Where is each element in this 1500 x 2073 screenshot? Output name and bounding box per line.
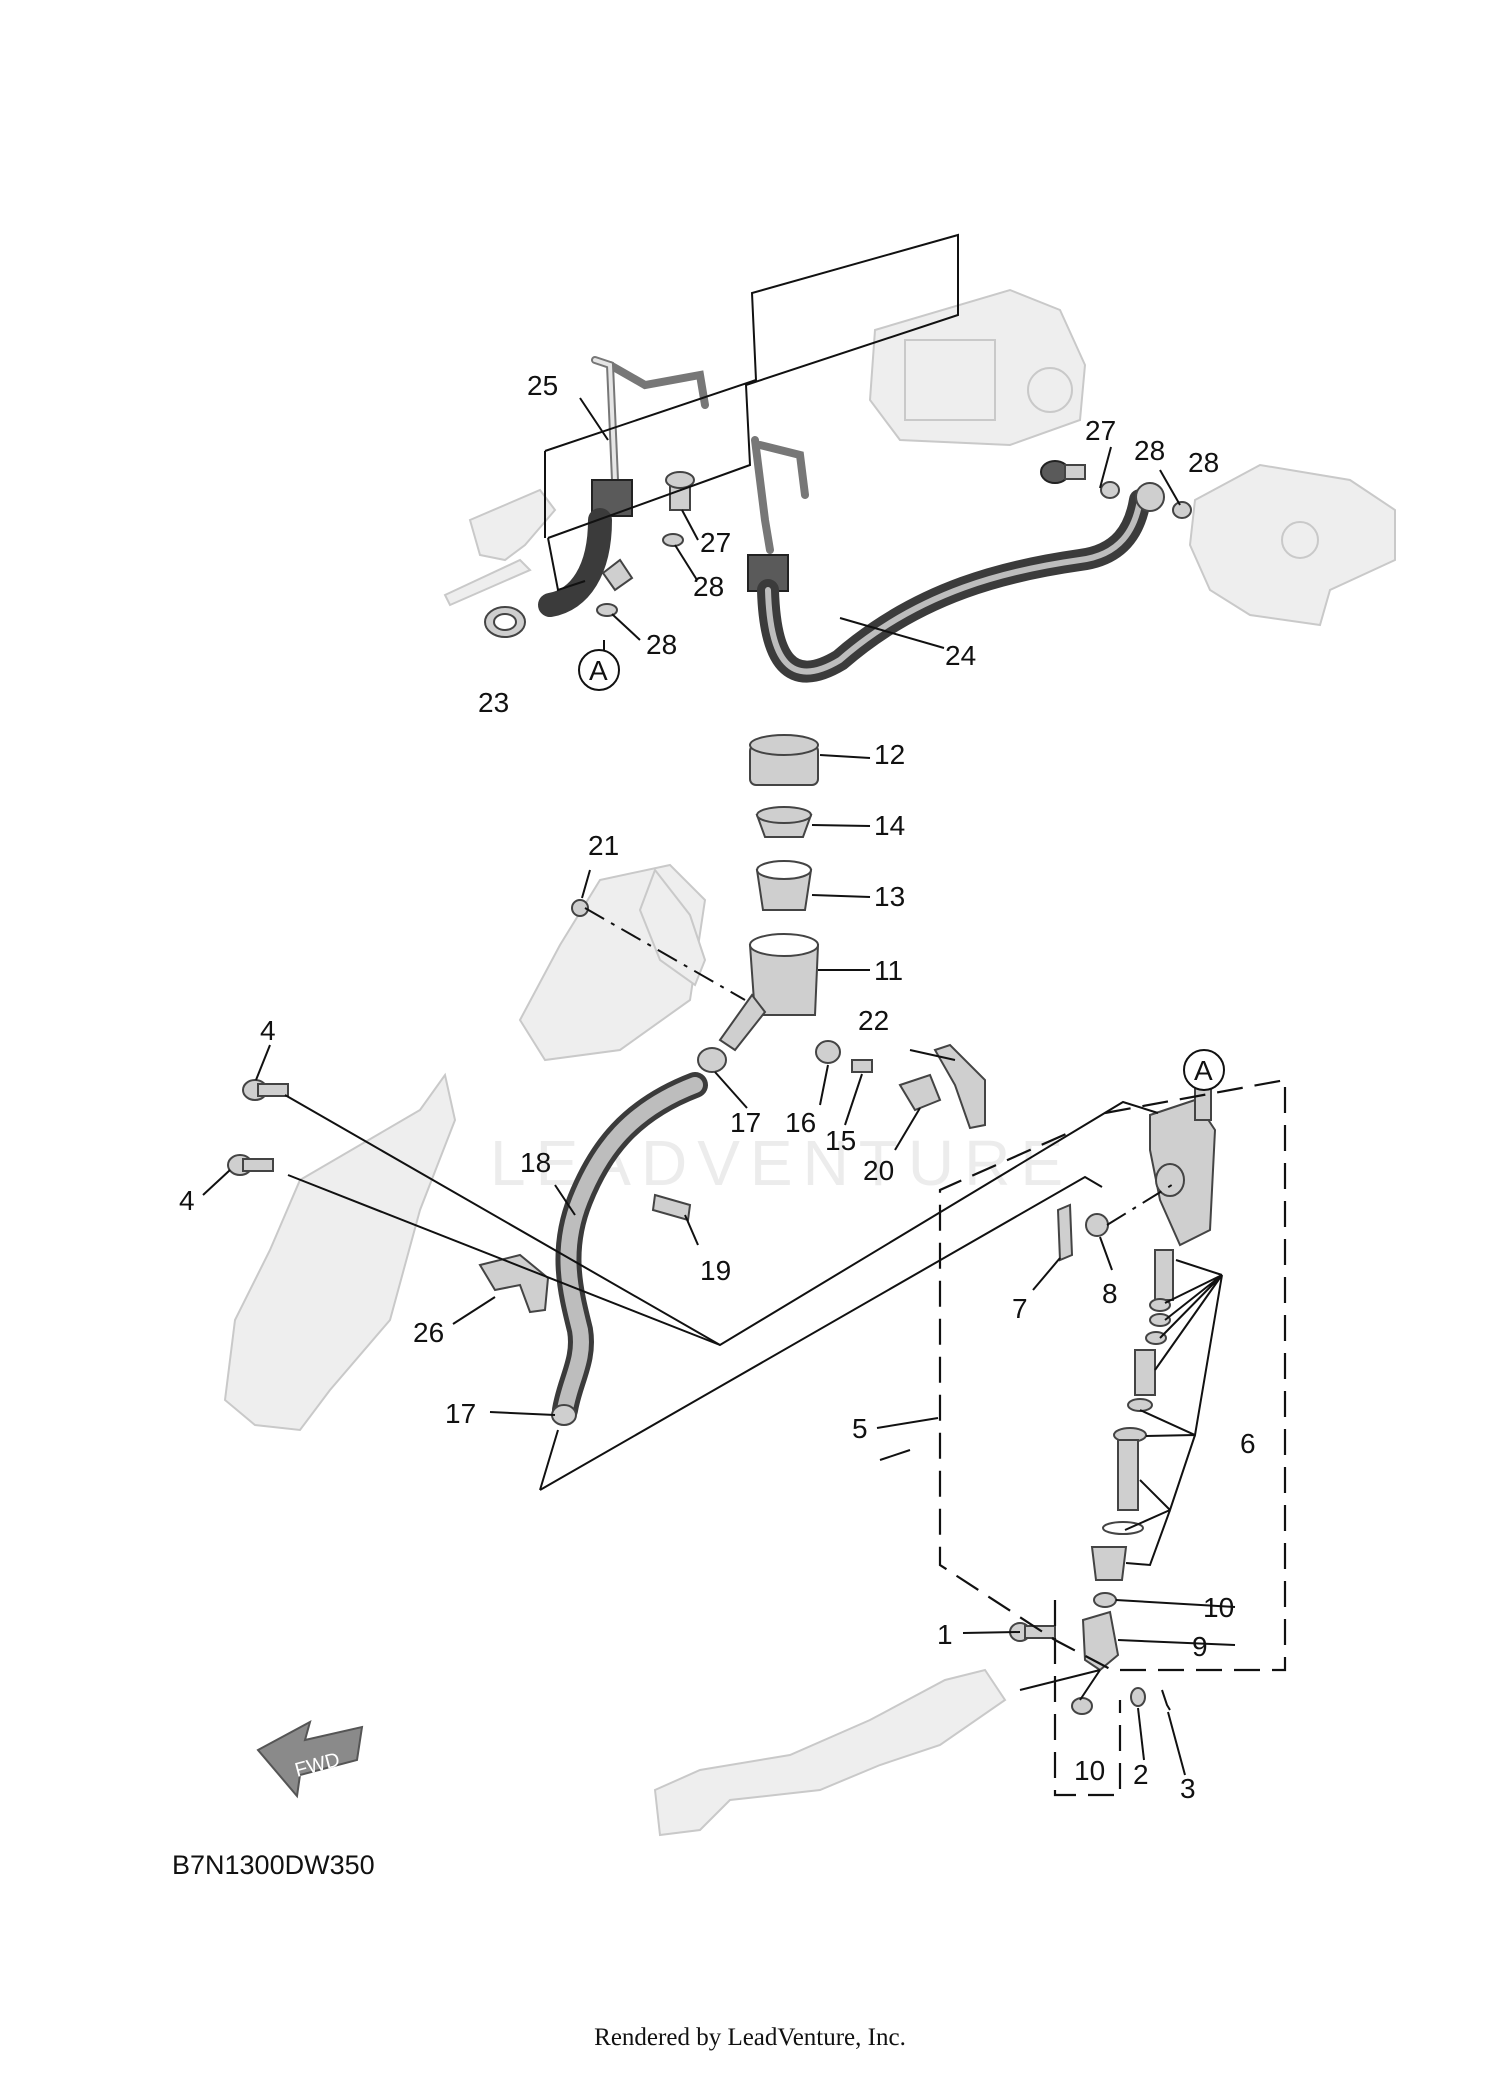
callout-23: 23 — [478, 687, 509, 718]
callout-4-lower: 4 — [179, 1185, 195, 1216]
clevis-9 — [1081, 1610, 1120, 1672]
callout-11: 11 — [874, 955, 903, 986]
hose-bracket-upper — [601, 558, 634, 592]
callout-2: 2 — [1133, 1759, 1149, 1790]
hose-clip-17-lower — [551, 1404, 577, 1426]
frame-line-lower — [284, 1094, 1159, 1347]
brake-pipe-right — [751, 436, 809, 554]
leader-lines — [202, 397, 1236, 1776]
callout-21: 21 — [588, 830, 619, 861]
washer-8 — [1085, 1213, 1109, 1237]
callout-24: 24 — [945, 640, 976, 671]
frame-line-lower-b — [287, 1174, 721, 1346]
union-bolt-27-right — [1040, 460, 1086, 484]
rear-caliper-ghost — [1188, 463, 1396, 627]
callout-12: 12 — [874, 739, 905, 770]
callout-13: 13 — [874, 881, 905, 912]
callout-27-lower: 27 — [700, 527, 731, 558]
banjo-fitting-right — [1135, 482, 1165, 512]
nut-10-lower — [1071, 1697, 1093, 1715]
dash-dot-line-mc — [1106, 1182, 1176, 1226]
callout-7: 7 — [1012, 1293, 1028, 1324]
plate-20 — [898, 1073, 942, 1112]
svg-text:A: A — [589, 655, 608, 686]
reservoir-tank-11 — [718, 933, 820, 1052]
callout-17-lower: 17 — [445, 1398, 476, 1429]
bolt-4-lower — [227, 1154, 274, 1176]
diaphragm-plate-14 — [755, 806, 813, 838]
callout-9: 9 — [1192, 1631, 1208, 1662]
reference-marker-a-lower: A — [1183, 1049, 1225, 1091]
brake-pedal-ghost — [653, 1668, 1007, 1837]
brake-hose-24 — [757, 489, 1151, 683]
callout-10-upper: 10 — [1203, 1592, 1234, 1623]
nut-21 — [571, 899, 589, 917]
callout-15: 15 — [825, 1125, 856, 1156]
svg-text:A: A — [1194, 1055, 1213, 1086]
bracket-22 — [933, 1043, 986, 1130]
callout-16: 16 — [785, 1107, 816, 1138]
short-hose-left — [538, 508, 612, 617]
copper-washer-28-b — [1172, 501, 1192, 519]
callout-19: 19 — [700, 1255, 731, 1286]
master-cylinder-body — [1149, 1084, 1217, 1247]
callout-10-lower: 10 — [1074, 1755, 1105, 1786]
copper-washer-28-d — [596, 603, 618, 617]
frame-line-upper-b — [547, 537, 586, 592]
frame-line-reservoir-b — [539, 1429, 559, 1491]
callout-6: 6 — [1240, 1428, 1256, 1459]
bolt-15 — [851, 1059, 873, 1073]
reservoir-cap-12 — [749, 734, 819, 786]
hose-joint-16 — [815, 1040, 841, 1064]
reservoir-hose-18 — [552, 1072, 708, 1423]
callout-20: 20 — [863, 1155, 894, 1186]
callout-1: 1 — [937, 1619, 953, 1650]
cotter-pin-3 — [1161, 1689, 1171, 1711]
callout-4-upper: 4 — [260, 1015, 276, 1046]
diagram-code: B7N1300DW350 — [172, 1850, 375, 1880]
callout-8: 8 — [1102, 1278, 1118, 1309]
hose-guide-26 — [478, 1253, 550, 1314]
assembly-10-dashed-box — [1053, 1600, 1122, 1797]
washer-2 — [1130, 1687, 1146, 1707]
bolt-4-upper — [242, 1079, 289, 1101]
callout-25: 25 — [527, 370, 558, 401]
callout-28-upper-b: 28 — [1188, 447, 1219, 478]
copper-washer-28-a — [1100, 481, 1120, 499]
callout-26: 26 — [413, 1317, 444, 1348]
callout-14: 14 — [874, 810, 905, 841]
callout-22: 22 — [858, 1005, 889, 1036]
hose-joint-7 — [1056, 1203, 1074, 1262]
reference-marker-a-upper: A — [578, 649, 620, 691]
frame-line-reservoir — [539, 1175, 1103, 1491]
hose-clamp-23 — [484, 606, 526, 638]
callout-5: 5 — [852, 1413, 868, 1444]
hose-clip-17-upper — [697, 1047, 727, 1073]
footer-credit: Rendered by LeadVenture, Inc. — [594, 2024, 906, 2051]
callout-28-mid: 28 — [693, 571, 724, 602]
callout-3: 3 — [1180, 1773, 1196, 1804]
copper-washer-28-c — [662, 533, 684, 547]
abs-unit-ghost — [868, 288, 1087, 447]
piston-kit-6 — [1090, 1249, 1174, 1581]
footrest-bracket-ghost — [518, 863, 707, 1062]
bracket-ghost-top — [443, 488, 557, 607]
assembly-5-dashed-box — [938, 1078, 1287, 1672]
diaphragm-13 — [755, 860, 813, 911]
fwd-arrow-icon — [256, 1720, 364, 1799]
frame-plate-ghost — [223, 1072, 457, 1432]
callout-28-upper-a: 28 — [1134, 435, 1165, 466]
nut-10-upper — [1093, 1592, 1117, 1608]
callout-17-upper: 17 — [730, 1107, 761, 1138]
callout-labels: 1 2 3 4 4 5 6 7 8 9 10 10 11 12 13 14 15… — [179, 370, 1256, 1804]
callout-18: 18 — [520, 1147, 551, 1178]
callout-28-lower: 28 — [646, 629, 677, 660]
brake-pipe-25 — [591, 356, 709, 484]
dash-dot-line-reservoir — [584, 907, 746, 1001]
frame-line-upper — [544, 233, 959, 539]
callout-27-upper: 27 — [1085, 415, 1116, 446]
